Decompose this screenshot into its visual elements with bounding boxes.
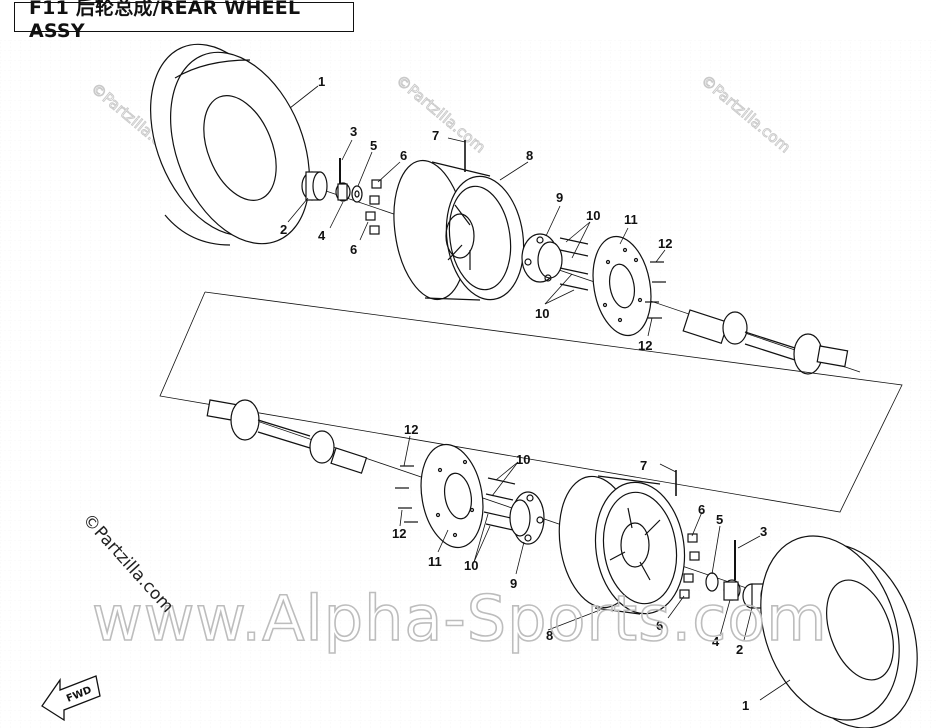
lower-wheel-studs <box>483 477 516 531</box>
upper-tire <box>150 43 310 246</box>
lower-callout-4: 4 <box>712 634 720 649</box>
lower-callout-1: 1 <box>742 698 749 713</box>
watermark-main: www.Alpha-Sports.com <box>92 582 828 655</box>
upper-callout-leaders <box>287 85 666 337</box>
upper-callout-12b: 12 <box>638 338 652 353</box>
lower-assembly <box>206 399 918 728</box>
lower-callout-5: 5 <box>716 512 723 527</box>
lower-drive-shaft <box>206 399 368 474</box>
upper-assembly <box>150 43 861 375</box>
upper-wheel-hub <box>521 233 563 283</box>
lower-lug-nuts <box>679 533 700 599</box>
upper-hub-cap <box>301 171 328 201</box>
lower-castle-nut <box>723 579 741 601</box>
lower-callout-3: 3 <box>760 524 767 539</box>
upper-callout-8: 8 <box>526 148 533 163</box>
upper-callout-6b: 6 <box>350 242 357 257</box>
upper-disc-bolts <box>645 261 666 319</box>
lower-callout-12b: 12 <box>392 526 406 541</box>
upper-callout-9: 9 <box>556 190 563 205</box>
upper-callout-4: 4 <box>318 228 326 243</box>
lower-tire <box>760 535 918 728</box>
lower-wheel-hub <box>509 491 545 545</box>
upper-callout-10b: 10 <box>535 306 549 321</box>
lower-callout-12a: 12 <box>404 422 418 437</box>
upper-callout-numbers: 1 2 3 4 5 6 6 7 8 9 10 10 11 12 12 <box>280 74 672 353</box>
upper-callout-12a: 12 <box>658 236 672 251</box>
lower-callout-leaders <box>399 435 791 701</box>
title-box: F11 后轮总成/REAR WHEEL ASSY <box>14 0 354 42</box>
fwd-arrow-icon: FWD <box>41 675 101 722</box>
upper-rim <box>393 159 525 301</box>
upper-wheel-studs <box>559 237 589 291</box>
upper-washer-hole <box>354 190 360 198</box>
lower-callout-2: 2 <box>736 642 743 657</box>
upper-washer <box>351 185 363 203</box>
upper-callout-2: 2 <box>280 222 287 237</box>
upper-callout-6a: 6 <box>400 148 407 163</box>
lower-callout-7: 7 <box>640 458 647 473</box>
lower-callout-10b: 10 <box>464 558 478 573</box>
upper-drive-shaft <box>682 309 849 375</box>
upper-callout-11: 11 <box>624 212 638 227</box>
upper-callout-5: 5 <box>370 138 377 153</box>
upper-callout-1: 1 <box>318 74 325 89</box>
lower-callout-6a: 6 <box>698 502 705 517</box>
upper-callout-10a: 10 <box>586 208 600 223</box>
lower-rim <box>558 475 686 615</box>
lower-callout-11: 11 <box>428 554 442 569</box>
lower-brake-disc <box>420 443 484 549</box>
upper-lug-nuts <box>365 179 382 235</box>
assembly-connection-outline <box>159 291 903 513</box>
lower-callout-9: 9 <box>510 576 517 591</box>
upper-brake-disc <box>592 235 652 337</box>
lower-callout-10a: 10 <box>516 452 530 467</box>
lower-disc-bolts <box>395 465 418 523</box>
upper-callout-3: 3 <box>350 124 357 139</box>
upper-castle-nut <box>335 182 351 202</box>
page-title: F11 后轮总成/REAR WHEEL ASSY <box>29 0 301 42</box>
lower-callout-6b: 6 <box>656 618 663 633</box>
upper-callout-7: 7 <box>432 128 439 143</box>
lower-callout-numbers: 1 2 3 4 5 6 6 7 8 9 10 10 11 12 12 <box>392 422 767 713</box>
lower-callout-8: 8 <box>546 628 553 643</box>
